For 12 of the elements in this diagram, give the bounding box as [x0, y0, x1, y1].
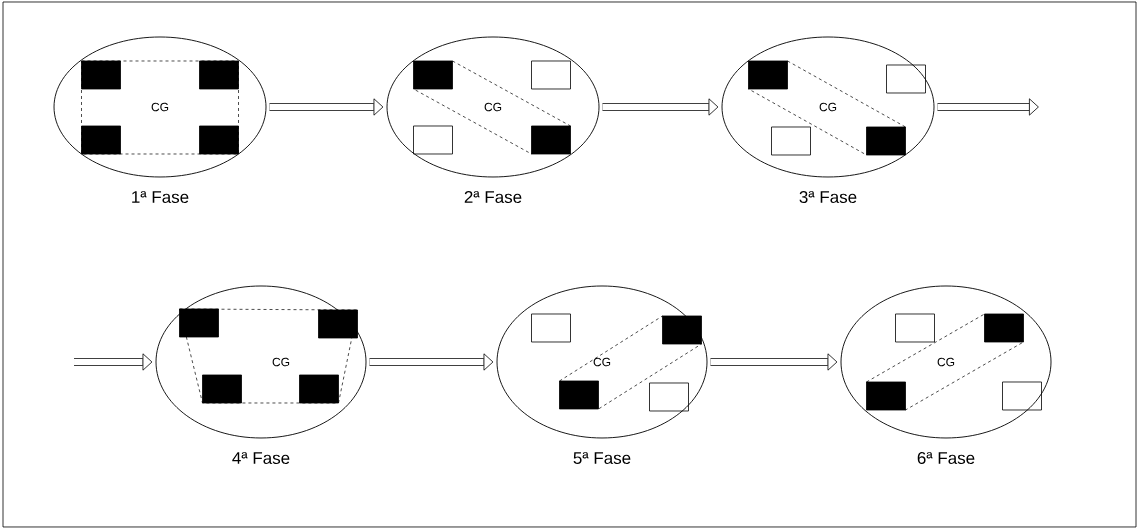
block-arrow	[369, 353, 494, 371]
phase-label: 4ª Fase	[232, 451, 290, 465]
phase-label: 3ª Fase	[799, 190, 857, 204]
block-arrow	[937, 98, 1039, 116]
block-arrow	[74, 353, 153, 371]
phase-label: 5ª Fase	[573, 451, 631, 465]
phase-label: 1ª Fase	[132, 190, 189, 204]
block-arrow	[602, 98, 719, 116]
phase-label: 6ª Fase	[917, 451, 975, 465]
block-arrow	[710, 353, 838, 371]
block-arrow	[269, 98, 384, 116]
phase-label: 2ª Fase	[464, 190, 522, 204]
